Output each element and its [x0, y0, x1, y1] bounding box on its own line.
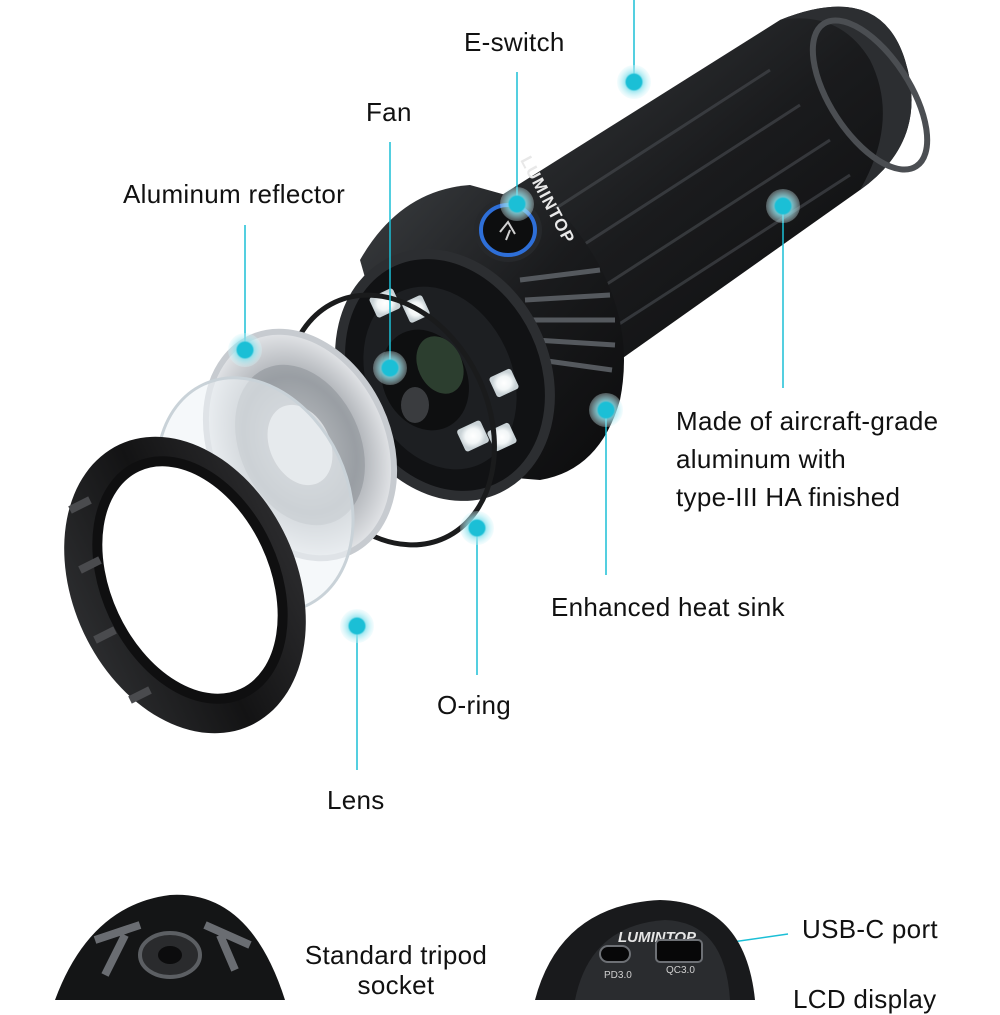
label-lens: Lens	[327, 785, 385, 815]
pd-label: PD3.0	[604, 970, 632, 981]
label-oring: O-ring	[437, 690, 512, 720]
label-usb: USB-C port	[802, 914, 938, 944]
label-body-material-line2: aluminum with	[676, 444, 847, 474]
qc-label: QC3.0	[666, 965, 695, 976]
tripod-socket-detail	[55, 894, 285, 1000]
bezel-ring	[64, 436, 306, 734]
label-body-material: Made of aircraft-grade aluminum with typ…	[676, 402, 938, 516]
label-tripod-line1: Standard tripod	[304, 940, 488, 970]
label-heat-sink: Enhanced heat sink	[551, 592, 785, 622]
label-tripod: Standard tripod socket	[295, 940, 497, 1000]
label-fan: Fan	[366, 97, 412, 127]
label-body-material-line1: Made of aircraft-grade	[676, 406, 939, 436]
label-eswitch: E-switch	[464, 27, 565, 57]
label-tripod-line2: socket	[357, 970, 435, 1000]
label-body-material-line3: type-III HA finished	[676, 482, 901, 512]
fan	[381, 329, 469, 431]
label-reflector: Aluminum reflector	[123, 179, 346, 209]
usb-c-port-qc[interactable]	[655, 939, 703, 963]
tail-cap-detail: LUMINTOP PD3.0 QC3.0	[535, 900, 755, 1000]
usb-c-port-pd[interactable]	[599, 945, 631, 963]
